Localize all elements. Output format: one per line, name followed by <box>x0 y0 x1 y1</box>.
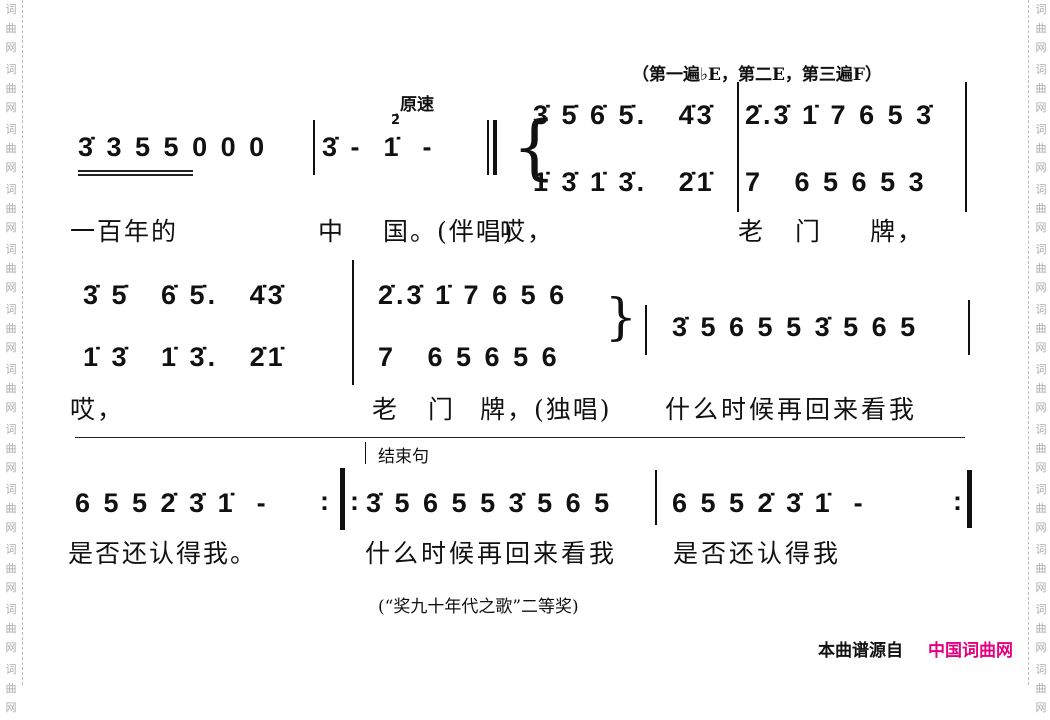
lyric: 门 <box>795 217 823 246</box>
barline <box>968 300 970 355</box>
tempo-mark: 原速 <box>400 95 434 115</box>
row1-lower-measure2: 7 6 5 6 5 3 <box>745 167 927 197</box>
lyric: 哎， <box>70 395 125 424</box>
row1-upper-measure2: 2̇.3̇ 1̇ 7 6 5 3̇ <box>745 100 935 130</box>
footer-prefix: 本曲谱源自 <box>818 641 903 661</box>
lyric: 什么时候再回来看我 <box>365 539 618 568</box>
lyric: 门 <box>428 395 456 424</box>
row2-upper-measure1: 3̇ 5̇ 6̇ 5̇. 4̇3̇ <box>83 280 286 310</box>
barline <box>313 120 315 175</box>
lyric: 哎， <box>500 217 555 246</box>
row2-measure3: 3̇ 5 6 5 5 3̇ 5 6 5 <box>672 312 919 342</box>
ending-bracket <box>365 442 366 464</box>
lyric: 是否还认得我。 <box>68 539 258 568</box>
barline <box>352 260 354 385</box>
grace-note: 2̇ <box>391 113 401 128</box>
lyric: 老 <box>738 217 766 246</box>
repeat-start-barline <box>487 120 489 175</box>
left-watermark: 词曲网词曲网词曲网词曲网词曲网词曲网词曲网词曲网词曲网词曲网词曲网词曲网 <box>5 3 17 714</box>
ending-bracket-line <box>75 437 965 438</box>
underline <box>78 174 193 176</box>
row1-upper-measure1: 3̇ 5̇ 6̇ 5̇. 4̇3̇ <box>533 100 715 130</box>
row1-lower-measure1: 1̇ 3̇ 1̇ 3̇. 2̇1̇ <box>533 167 715 197</box>
row2-upper-measure2: 2̇.3̇ 1̇ 7 6 5 6 <box>378 280 568 310</box>
row3-measure1: 6 5 5 2̇ 3̇ 1̇ - <box>75 488 269 518</box>
repeat-barline <box>340 468 345 530</box>
lyric: 中 <box>318 217 346 246</box>
repeat-end-dots: : <box>320 486 332 516</box>
barline <box>655 470 657 525</box>
barline <box>645 305 647 355</box>
barline <box>737 82 739 212</box>
right-brace: } <box>605 288 637 346</box>
row1-measure1: 3̇ 3 5 5 0 0 0 <box>78 132 268 162</box>
lyric: 一百年的 <box>70 217 179 246</box>
row3-measure2: 3̇ 5 6 5 5 3̇ 5 6 5 <box>366 488 613 518</box>
lyric: 什么时候再回来看我 <box>665 395 918 424</box>
repeat-end-dots: : <box>953 486 965 516</box>
footer-site-link[interactable]: 中国词曲网 <box>928 641 1013 661</box>
underline <box>78 170 193 172</box>
right-watermark: 词曲网词曲网词曲网词曲网词曲网词曲网词曲网词曲网词曲网词曲网词曲网词曲网 <box>1035 3 1047 714</box>
repeat-end-barline <box>967 470 972 528</box>
row3-measure3: 6 5 5 2̇ 3̇ 1̇ - <box>672 488 866 518</box>
left-brace: { <box>512 106 557 188</box>
row2-lower-measure2: 7 6 5 6 5 6 <box>378 342 560 372</box>
row1-measure2: 3̇ - 1̇ - <box>322 132 435 162</box>
left-margin-line <box>22 0 23 685</box>
lyric: 国。(伴唱) <box>383 217 515 246</box>
row2-lower-measure1: 1̇ 3̇ 1̇ 3̇. 2̇1̇ <box>83 342 286 372</box>
right-margin-line <box>1028 0 1029 685</box>
lyric: 是否还认得我 <box>673 539 842 568</box>
repeat-start-barline <box>493 120 497 175</box>
lyric: 老 <box>372 395 400 424</box>
award-caption: (“奖九十年代之歌”二等奖) <box>378 597 579 617</box>
lyric: 牌， <box>870 217 925 246</box>
ending-label: 结束句 <box>378 447 429 467</box>
key-annotation: （第一遍♭E，第二E，第三遍F） <box>632 65 883 85</box>
barline <box>965 82 967 212</box>
lyric: 牌，(独唱) <box>480 395 612 424</box>
repeat-start-dots: : <box>350 486 362 516</box>
